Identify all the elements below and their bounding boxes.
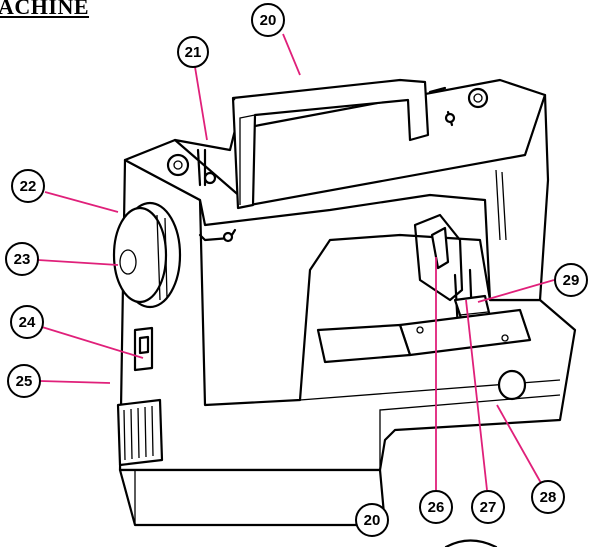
leader-27: [465, 299, 488, 491]
callout-29: 29: [554, 263, 588, 297]
leader-lines: [37, 33, 555, 491]
leader-24: [41, 326, 144, 359]
leader-25: [39, 380, 111, 384]
sewing-machine-illustration: [112, 78, 577, 547]
callout-21: 21: [177, 36, 209, 68]
callout-label: 29: [563, 272, 580, 289]
callout-label: 26: [428, 499, 445, 516]
leader-23: [37, 259, 119, 266]
callout-label: 27: [480, 499, 497, 516]
leader-21: [194, 66, 208, 141]
callout-label: 24: [19, 314, 36, 331]
callout-24: 24: [10, 305, 44, 339]
leader-20: [282, 33, 301, 76]
callout-20-top: 20: [251, 3, 285, 37]
callout-label: 25: [16, 373, 33, 390]
callout-label: 20: [364, 512, 381, 529]
callout-27: 27: [471, 490, 505, 524]
callout-28: 28: [531, 480, 565, 514]
callout-23: 23: [5, 242, 39, 276]
leader-29: [477, 279, 555, 303]
page-title: ACHINE: [0, 0, 90, 19]
callout-22: 22: [11, 169, 45, 203]
leader-22: [44, 191, 119, 213]
callout-label: 28: [540, 489, 557, 506]
callout-label: 21: [185, 44, 202, 61]
callout-26: 26: [419, 490, 453, 524]
callout-label: 20: [260, 12, 277, 29]
callout-label: 23: [14, 251, 31, 268]
leader-28: [496, 404, 542, 484]
callout-25: 25: [7, 364, 41, 398]
callout-label: 22: [20, 178, 37, 195]
callout-20-bottom: 20: [355, 503, 389, 537]
